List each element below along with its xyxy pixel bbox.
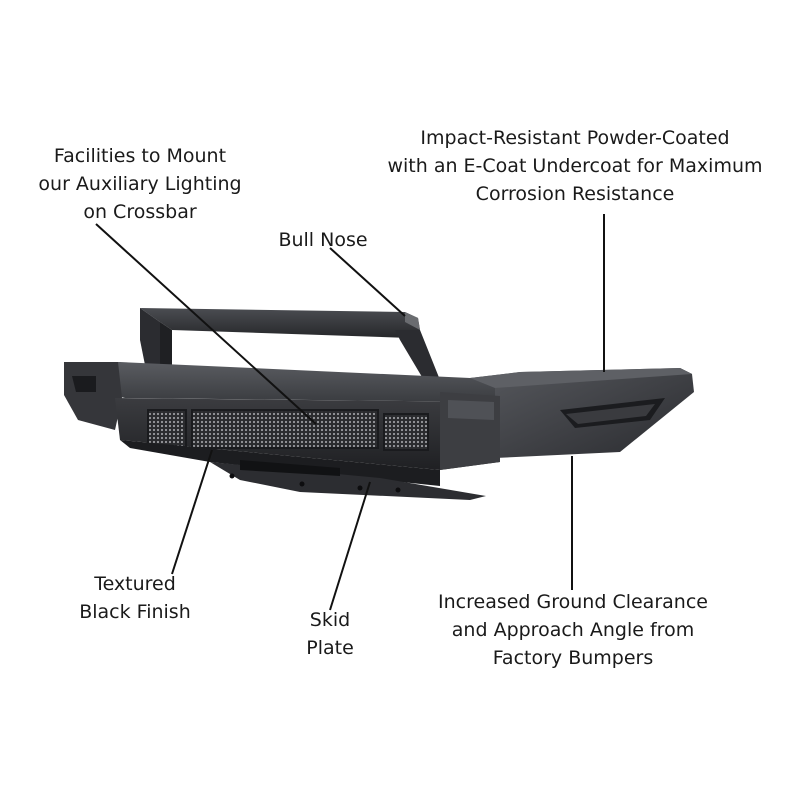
leader-lines	[95, 214, 605, 611]
bull-bar	[140, 308, 440, 382]
skid-plate	[120, 440, 486, 500]
callout-textured-finish: Textured Black Finish	[79, 573, 191, 623]
mesh-grille	[147, 409, 429, 451]
callout-skid-plate: Skid Plate	[306, 609, 354, 659]
leader-line-skid	[329, 481, 371, 611]
callout-ground-clearance: Increased Ground Clearance and Approach …	[438, 591, 708, 669]
callout-auxiliary-lighting: Facilities to Mount our Auxiliary Lighti…	[38, 145, 242, 223]
leader-line-textured	[171, 449, 213, 575]
leader-line-bull-nose	[329, 247, 406, 317]
callout-powder-coating: Impact-Resistant Powder-Coated with an E…	[387, 127, 763, 205]
callout-bull-nose: Bull Nose	[278, 229, 368, 251]
leader-line-lighting	[95, 223, 317, 425]
